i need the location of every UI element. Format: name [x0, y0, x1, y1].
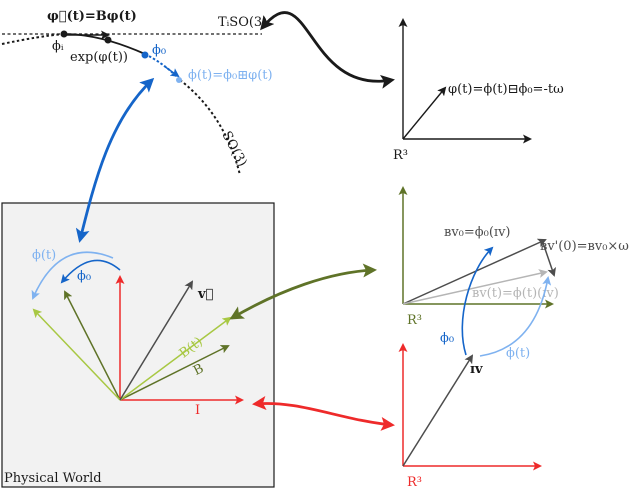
frame-B-x-axis [119, 345, 230, 401]
frame-I-label: I [195, 403, 200, 418]
phi-I-label: ϕᵢ [52, 39, 64, 54]
phi-dot-equation: φ⃗(t)=Bφ(t) [47, 9, 137, 24]
phi-t-mapping-arc [479, 276, 552, 357]
physical-world-panel: Physical World I B B(t) v⃗ ϕ(t) ϕ₀ [1, 202, 275, 488]
frame-Bt-x-axis [119, 316, 232, 401]
bottom-r3-Iv-label: ɪv [470, 362, 483, 377]
phi-t-equation: ϕ(t)=ϕ₀⊞φ(t) [188, 68, 273, 83]
mid-r3-eq-top: ʙv₀=ϕ₀(ɪv) [444, 225, 511, 240]
physical-world-frame [1, 202, 275, 488]
manifold-world-link [75, 77, 155, 243]
phi-t-world-label: ϕ(t) [32, 248, 56, 263]
tangent-to-r3-arrow [260, 11, 395, 89]
phi-0-rotation-arc [60, 259, 121, 284]
top-right-r3: φ(t)=ϕ(t)⊟ϕ₀=-tω R³ [393, 18, 564, 163]
phi-t-point [176, 77, 182, 83]
phi-0-mapping-arc [461, 246, 494, 356]
mid-r3-eq-vt: ʙv(t)=ϕ(t)(ɪv) [472, 286, 559, 301]
vector-v-label: v⃗ [197, 287, 214, 302]
phi-0-world-label: ϕ₀ [77, 269, 91, 284]
bottom-right-r3: ɪv ϕ(t) R³ [398, 343, 542, 490]
so3-label: SO(3) [218, 129, 249, 170]
exp-label: exp(φ(t)) [70, 50, 128, 65]
mid-r3-v0-vector [402, 238, 547, 305]
mid-r3-derivative-vector [541, 239, 556, 277]
world-inertial-frame-link [252, 396, 395, 431]
bottom-r3-Iv-vector [402, 354, 474, 467]
top-r3-phi-vector [402, 86, 447, 140]
phi-I-point [60, 30, 68, 38]
top-r3-equation: φ(t)=ϕ(t)⊟ϕ₀=-tω [448, 82, 564, 97]
manifold-motion-arrow [163, 65, 180, 78]
bottom-r3-label: R³ [407, 475, 422, 490]
phi-0-point [141, 51, 149, 59]
frame-B-y-axis [64, 290, 121, 401]
so3-curve-right [179, 79, 241, 176]
manifold-group: φ⃗(t)=Bφ(t) TᵢSO(3) ϕᵢ exp(φ(t)) ϕ₀ ϕ(t)… [1, 9, 273, 176]
mid-r3-eq-derivative: ʙv'(0)=ʙv₀×ω [540, 239, 629, 254]
bottom-r3-phi-t-label: ϕ(t) [506, 346, 530, 361]
physical-world-title: Physical World [4, 471, 102, 486]
frame-Bt-y-axis [32, 308, 121, 401]
mid-right-r3: ʙv₀=ϕ₀(ɪv) ʙv'(0)=ʙv₀×ω ʙv(t)=ϕ(t)(ɪv) R… [398, 186, 629, 328]
phi-t-rotation-arc [31, 251, 114, 300]
phi-0-mapping-label: ϕ₀ [440, 331, 454, 346]
exp-point [104, 36, 112, 44]
phi-0-label: ϕ₀ [152, 43, 166, 58]
tangent-space-label: TᵢSO(3) [218, 15, 267, 30]
top-r3-label: R³ [393, 148, 408, 163]
world-body-frame-link [229, 263, 377, 320]
mid-r3-vt-vector [402, 269, 548, 305]
mid-r3-label: R³ [407, 313, 422, 328]
vector-v [119, 280, 194, 401]
so3-curve-left [1, 33, 65, 45]
